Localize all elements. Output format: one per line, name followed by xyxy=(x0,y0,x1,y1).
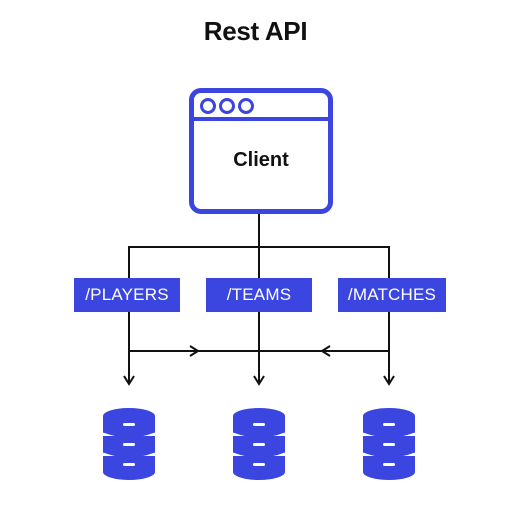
database-icon xyxy=(233,408,285,480)
window-dot-icon xyxy=(200,98,216,114)
database-icon xyxy=(363,408,415,480)
client-window: Client xyxy=(189,88,333,214)
database-icon xyxy=(103,408,155,480)
client-titlebar xyxy=(194,93,328,121)
diagram-title: Rest API xyxy=(203,16,308,46)
window-dot-icon xyxy=(219,98,235,114)
endpoint-teams: /TEAMS xyxy=(206,278,312,312)
endpoint-players: /PLAYERS xyxy=(74,278,180,312)
endpoint-matches: /MATCHES xyxy=(338,278,446,312)
client-label: Client xyxy=(233,149,289,171)
window-dot-icon xyxy=(238,98,254,114)
